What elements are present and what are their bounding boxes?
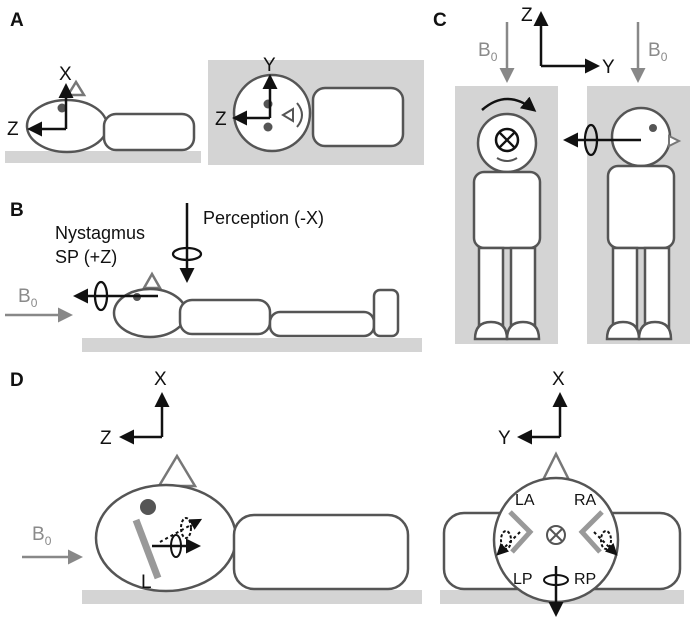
table-surface <box>82 338 422 352</box>
b0-label: B0 <box>648 40 668 64</box>
torso-shape <box>472 170 542 250</box>
nystagmus-label: Nystagmus <box>55 223 145 243</box>
table-surface <box>5 151 201 163</box>
torso-shape <box>102 112 196 152</box>
mouth-shape <box>496 157 518 162</box>
rotation-icon <box>170 534 182 558</box>
panel-c: C Z Y B0 B0 <box>433 5 690 344</box>
right-posterior-label: RP <box>574 571 596 588</box>
dashed-axis-arrow <box>496 531 521 556</box>
left-anterior-label: LA <box>515 492 535 509</box>
feet-shape <box>372 288 400 338</box>
leg-shape <box>477 246 505 330</box>
torso-shape <box>311 86 405 148</box>
torso-shape <box>178 298 272 336</box>
right-anterior-label: RA <box>574 492 597 509</box>
into-page-symbol-stroke <box>498 131 516 149</box>
mouth-shape <box>296 102 303 128</box>
leg-shape <box>611 246 639 330</box>
into-page-symbol-stroke <box>549 528 563 542</box>
rotation-icon <box>600 530 612 550</box>
dashed-axis-arrow <box>593 531 618 556</box>
y-axis-label: Y <box>498 428 511 449</box>
panel-label-b: B <box>10 200 24 221</box>
panel-a: A X Z Y Z <box>5 10 424 165</box>
dashed-axis-arrow <box>159 518 203 543</box>
z-axis-label: Z <box>100 428 112 449</box>
head-shape <box>232 73 312 153</box>
eye-dot <box>649 124 657 132</box>
rotation-icon <box>93 280 109 312</box>
table-surface <box>82 590 422 604</box>
nose-shape <box>141 271 163 290</box>
b0-label: B0 <box>32 524 52 548</box>
foot-shape <box>605 320 641 341</box>
legs-shape <box>268 310 376 338</box>
nose-shape <box>668 134 682 148</box>
leg-shape <box>509 246 537 330</box>
rotation-icon <box>180 517 192 539</box>
y-axis-label: Y <box>602 57 615 78</box>
eye-dot <box>140 499 156 515</box>
eye-dot <box>57 103 67 113</box>
torso-shape <box>606 164 676 250</box>
nose-shape <box>281 107 294 123</box>
right-canal-bars <box>578 510 604 554</box>
left-posterior-label: LP <box>513 571 533 588</box>
rotation-icon <box>171 246 203 262</box>
x-axis-label: X <box>552 369 565 390</box>
torso-shape <box>232 513 410 591</box>
rotation-icon <box>543 574 569 586</box>
left-canal-bars <box>508 510 534 554</box>
y-axis-label: Y <box>263 55 276 76</box>
rotation-icon <box>500 530 512 550</box>
b0-label: B0 <box>18 286 38 310</box>
panel-d: D X Z L B0 X Y <box>10 369 684 617</box>
nose-shape <box>156 453 198 488</box>
panel-label-a: A <box>10 10 24 31</box>
lateral-canal-label: L <box>141 572 152 593</box>
leg-shape <box>643 246 671 330</box>
head-shape <box>610 106 672 168</box>
nystagmus-sp-label: SP (+Z) <box>55 247 117 267</box>
panel-label-c: C <box>433 10 447 31</box>
lateral-canal-bar <box>132 518 162 580</box>
x-axis-label: X <box>59 64 72 85</box>
perception-label: Perception (-X) <box>203 208 324 228</box>
x-axis-label: X <box>154 369 167 390</box>
z-axis-label: Z <box>7 119 19 140</box>
panel-b: B Nystagmus SP (+Z) Perception (-X) B0 <box>5 200 422 352</box>
z-axis-label: Z <box>521 5 533 26</box>
rotation-icon <box>583 123 599 157</box>
panel-label-d: D <box>10 370 24 391</box>
rotation-arrow <box>481 96 537 112</box>
foot-shape <box>473 320 509 341</box>
eye-dot <box>263 122 273 132</box>
foot-shape <box>505 320 541 341</box>
foot-shape <box>637 320 673 341</box>
b0-label: B0 <box>478 40 498 64</box>
z-axis-label: Z <box>215 109 227 130</box>
